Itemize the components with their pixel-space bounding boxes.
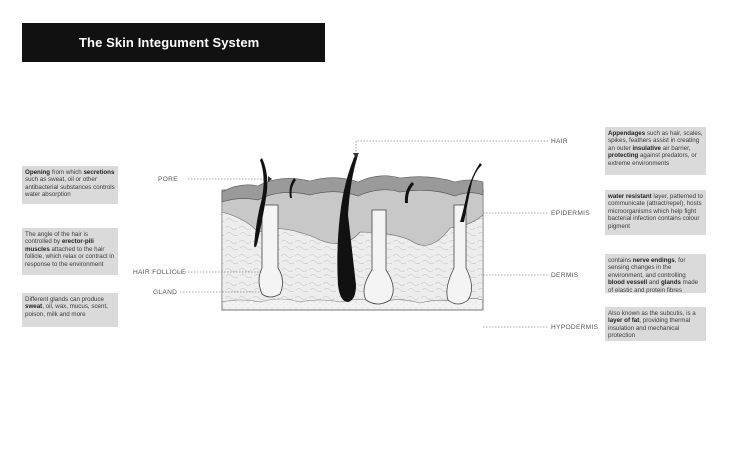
note-appendages: Appendages such as hair, scales, spikes,… [605,127,706,175]
label-epidermis: EPIDERMIS [551,210,590,217]
follicle-gland-3 [446,204,472,305]
subcutis-text-2: providing thermal insulation and mechani… [608,317,691,340]
note-glands: Different glands can produce sweat, oil,… [22,293,118,327]
note-opening: Opening from which secretions such as sw… [22,166,118,204]
glands-text-0: Different glands can produce [25,296,104,303]
hair-5 [460,163,482,222]
nerve-bold-3: blood vessell [608,279,648,287]
hair-1 [254,158,268,248]
subcutis-text-1: , [639,317,642,325]
hair_angle-text-0: The angle of the hair is controlled by [25,231,88,246]
nerve-text-1: , [674,257,677,264]
label-dermis: DERMIS [551,272,579,279]
follicle-gland-2 [363,209,394,305]
opening-bold-1: secretions [83,169,115,176]
glands-text-2: , oil, wax, mucus, scent, poison, milk a… [25,303,108,318]
hair-arrow-icon [353,153,359,158]
water_resistant-bold-0: water resistant [608,193,652,200]
hair_angle-bold-1: erector-pili muscles [25,238,94,253]
nerve-text-5: made of elastic and protein fibres [608,279,699,294]
hair-3 [337,153,358,302]
opening-text-2: such as sweat, oil or other antibacteria… [25,176,115,199]
subcutis-text-0: Also known as the subcutis, is a [608,310,696,317]
nerve-bold-1: nerve endings [632,257,675,264]
subcutis-bold-1: layer of fat [608,317,640,325]
nerve-text-2: for sensing changes in the environment, … [608,257,686,279]
water_resistant-text-0: layer, patterned to communicate (attract… [608,193,703,230]
appendages-text-2: air barrier, [660,144,691,152]
label-pore: PORE [158,176,178,183]
nerve-text-3: and [647,279,661,287]
nerve-bold-4: glands [660,279,681,287]
appendages-bold-1: insulative [632,144,661,152]
appendages-text-4: against predators, or extreme environmen… [608,152,697,167]
opening-text-0: from which [50,169,84,176]
label-hair: HAIR [551,138,568,145]
label-gland: GLAND [153,289,178,296]
note-water-resistant: water resistant layer, patterned to comm… [605,190,706,235]
appendages-bold-0: Appendages [608,130,646,137]
opening-bold-0: Opening [25,169,51,176]
follicle-gland-1 [258,204,283,298]
nerve-text-0: contains [608,257,633,264]
note-subcutis: Also known as the subcutis, is a layer o… [605,307,706,341]
hair-4 [404,182,414,203]
epidermis-outer-layer [221,175,484,203]
title-bar: The Skin Integument System [22,23,325,62]
pore-arrow-icon [268,176,272,182]
leader-hair [355,140,548,155]
glands-bold-1: sweat [25,303,43,311]
page-title: The Skin Integument System [79,35,260,50]
note-nerve: contains nerve endings, for sensing chan… [605,254,706,294]
hair_angle-text-2: attached to the hair follicle, which rel… [25,245,115,268]
appendages-bold-3: protecting [608,152,639,160]
label-hair-follicle: HAIR FOLLICLE [133,269,186,276]
note-hair-angle: The angle of the hair is controlled by e… [22,228,118,275]
label-hypodermis: HYPODERMIS [551,324,599,331]
appendages-text-0: such as hair, scales, spikes, feathers a… [608,130,703,152]
hair-2 [289,178,296,198]
